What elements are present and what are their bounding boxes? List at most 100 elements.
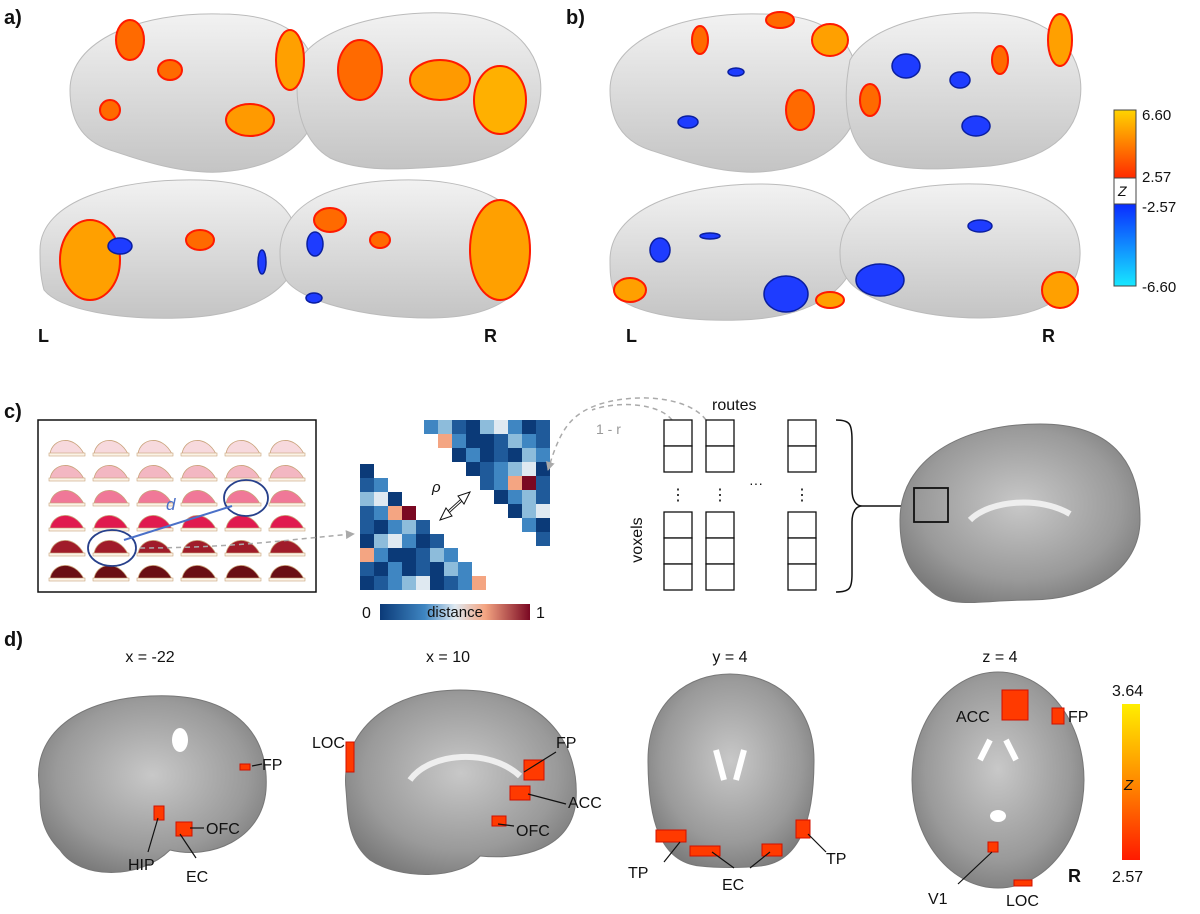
rdm-cell (388, 576, 402, 590)
rdm-cell (494, 434, 508, 448)
panel-label-a: a) (4, 7, 22, 29)
deactivation-blobs-a (107, 231, 324, 304)
voxel-cell (705, 537, 735, 565)
slice3-ventricles (713, 749, 747, 781)
rdm-cell (494, 448, 508, 462)
rdm-cell (388, 492, 402, 506)
hat-brim (136, 452, 174, 457)
hat-brim (268, 477, 306, 482)
rdm-cell (494, 420, 508, 434)
rho-label: ρ (431, 479, 441, 496)
rdm-cell (388, 520, 402, 534)
z-colorbar-top: Z 6.60 2.57 -2.57 -6.60 (1113, 107, 1176, 296)
distance-label: distance (427, 604, 483, 621)
rdm-cell (360, 464, 374, 478)
rdm-cell (522, 462, 536, 476)
voxel-dots-horizontal: ··· (749, 475, 763, 491)
voxel-cell (705, 419, 735, 447)
rdm-cell (438, 434, 452, 448)
hat-brim (92, 477, 130, 482)
routes-arrow-1 (546, 397, 707, 471)
hat-brim (48, 527, 86, 532)
rdm-cell (374, 520, 388, 534)
label-HIP: HIP (128, 857, 155, 874)
hat-brim (48, 477, 86, 482)
rdm-cell (402, 576, 416, 590)
sagittal-corpus-callosum (967, 499, 1072, 523)
zd-max: 3.64 (1112, 683, 1143, 700)
panel-label-b: b) (566, 7, 585, 29)
hat-grid (48, 440, 306, 582)
z-tick-6.60: 6.60 (1142, 107, 1171, 124)
rdm-cell (452, 420, 466, 434)
rdm-cell (536, 434, 550, 448)
voxel-cell (787, 537, 817, 565)
rdm-cell (430, 548, 444, 562)
hat-brim (268, 502, 306, 507)
hat-brim (92, 552, 130, 557)
panel-a-brains: L R (38, 12, 542, 346)
hat-brim (180, 552, 218, 557)
deactivation-blobs-b (649, 53, 993, 313)
rdm-cell (388, 506, 402, 520)
rdm-cell (444, 576, 458, 590)
rdm-cell (508, 448, 522, 462)
voxel-cell (705, 445, 735, 473)
distance-d-label: d (166, 495, 176, 514)
rdm-cell (360, 506, 374, 520)
rdm-cell (438, 420, 452, 434)
hat-brim (268, 452, 306, 457)
one-minus-r-label: 1 - r (596, 421, 621, 437)
routes-label: routes (712, 397, 756, 414)
hat-brim (268, 527, 306, 532)
voxel-cell (663, 537, 693, 565)
voxel-cell (663, 419, 693, 447)
hat-brim (92, 452, 130, 457)
distance-min: 0 (362, 605, 371, 622)
rdm-cell (416, 534, 430, 548)
slice-axial-z-4 (911, 671, 1085, 889)
label-EC-2: EC (722, 877, 744, 894)
hat-brim (48, 502, 86, 507)
rdm-cell (452, 448, 466, 462)
rdm-cell (416, 548, 430, 562)
hat-brim (48, 577, 86, 582)
region-pointer-lines (147, 751, 993, 885)
hemi-label-R-b: R (1042, 326, 1055, 346)
ventricle-1 (172, 728, 188, 752)
rdm-cell (402, 548, 416, 562)
label-TP-2: TP (826, 851, 846, 868)
label-ACC-1: ACC (568, 795, 602, 812)
voxel-cell (663, 563, 693, 591)
rdm-cell (430, 562, 444, 576)
voxel-cell (663, 445, 693, 473)
rdm-cell (374, 534, 388, 548)
rdm-cell (480, 462, 494, 476)
rdm-cell (416, 562, 430, 576)
rdm-cell (360, 520, 374, 534)
panel-b-brains: L R (609, 11, 1082, 346)
voxel-cell (787, 511, 817, 539)
coord-x-neg22: x = -22 (125, 649, 174, 666)
sagittal-brain-c (899, 423, 1141, 603)
slice-sagittal-x-10 (345, 689, 577, 875)
hat-brim (180, 477, 218, 482)
routes-arrow-2 (591, 403, 673, 421)
rdm-cell (360, 562, 374, 576)
rdm-cell (522, 448, 536, 462)
hat-brim (224, 552, 262, 557)
rdm-cell (388, 534, 402, 548)
rdm-cell (388, 562, 402, 576)
roi-box (913, 487, 949, 523)
label-ACC-2: ACC (956, 709, 990, 726)
rdm-cell (536, 420, 550, 434)
hat-brim (48, 452, 86, 457)
distance-max: 1 (536, 605, 545, 622)
label-FP-3: FP (1068, 709, 1088, 726)
hat-brim (136, 502, 174, 507)
voxel-cell (787, 419, 817, 447)
rdm-cell (494, 490, 508, 504)
label-FP-2: FP (556, 735, 576, 752)
rdm-cell (536, 532, 550, 546)
